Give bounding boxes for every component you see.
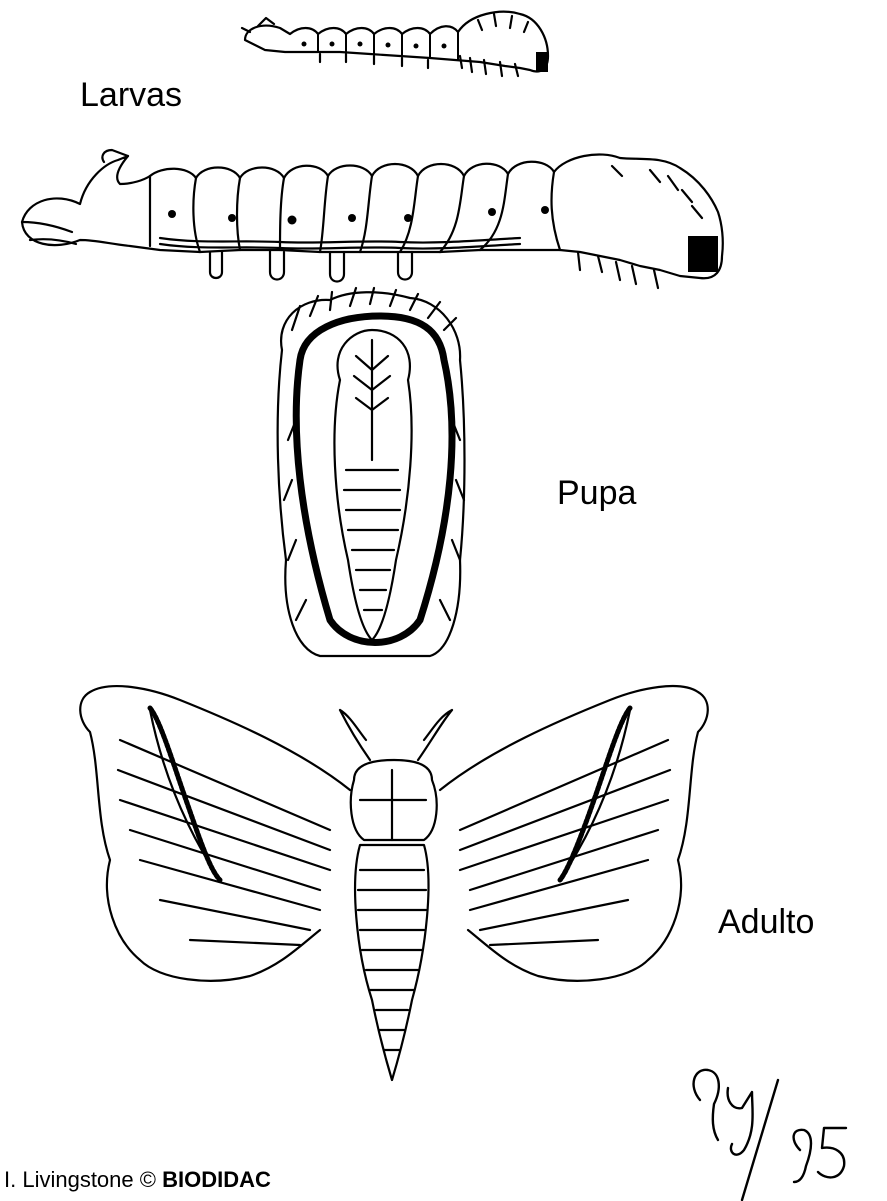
larvae-label: Larvas — [80, 76, 182, 115]
large-larva-drawing — [22, 150, 723, 288]
pupa-label: Pupa — [557, 474, 636, 513]
credit-line: I. Livingstone © BIODIDAC — [4, 1167, 271, 1193]
adult-label: Adulto — [718, 903, 814, 942]
copyright-symbol: © — [140, 1167, 156, 1192]
credit-author: I. Livingstone — [4, 1167, 134, 1192]
adult-moth-drawing — [80, 686, 708, 1080]
handwritten-signature — [694, 1070, 846, 1200]
small-larva-drawing — [242, 12, 548, 76]
pupa-drawing — [278, 288, 465, 656]
credit-publisher: BIODIDAC — [162, 1167, 271, 1192]
